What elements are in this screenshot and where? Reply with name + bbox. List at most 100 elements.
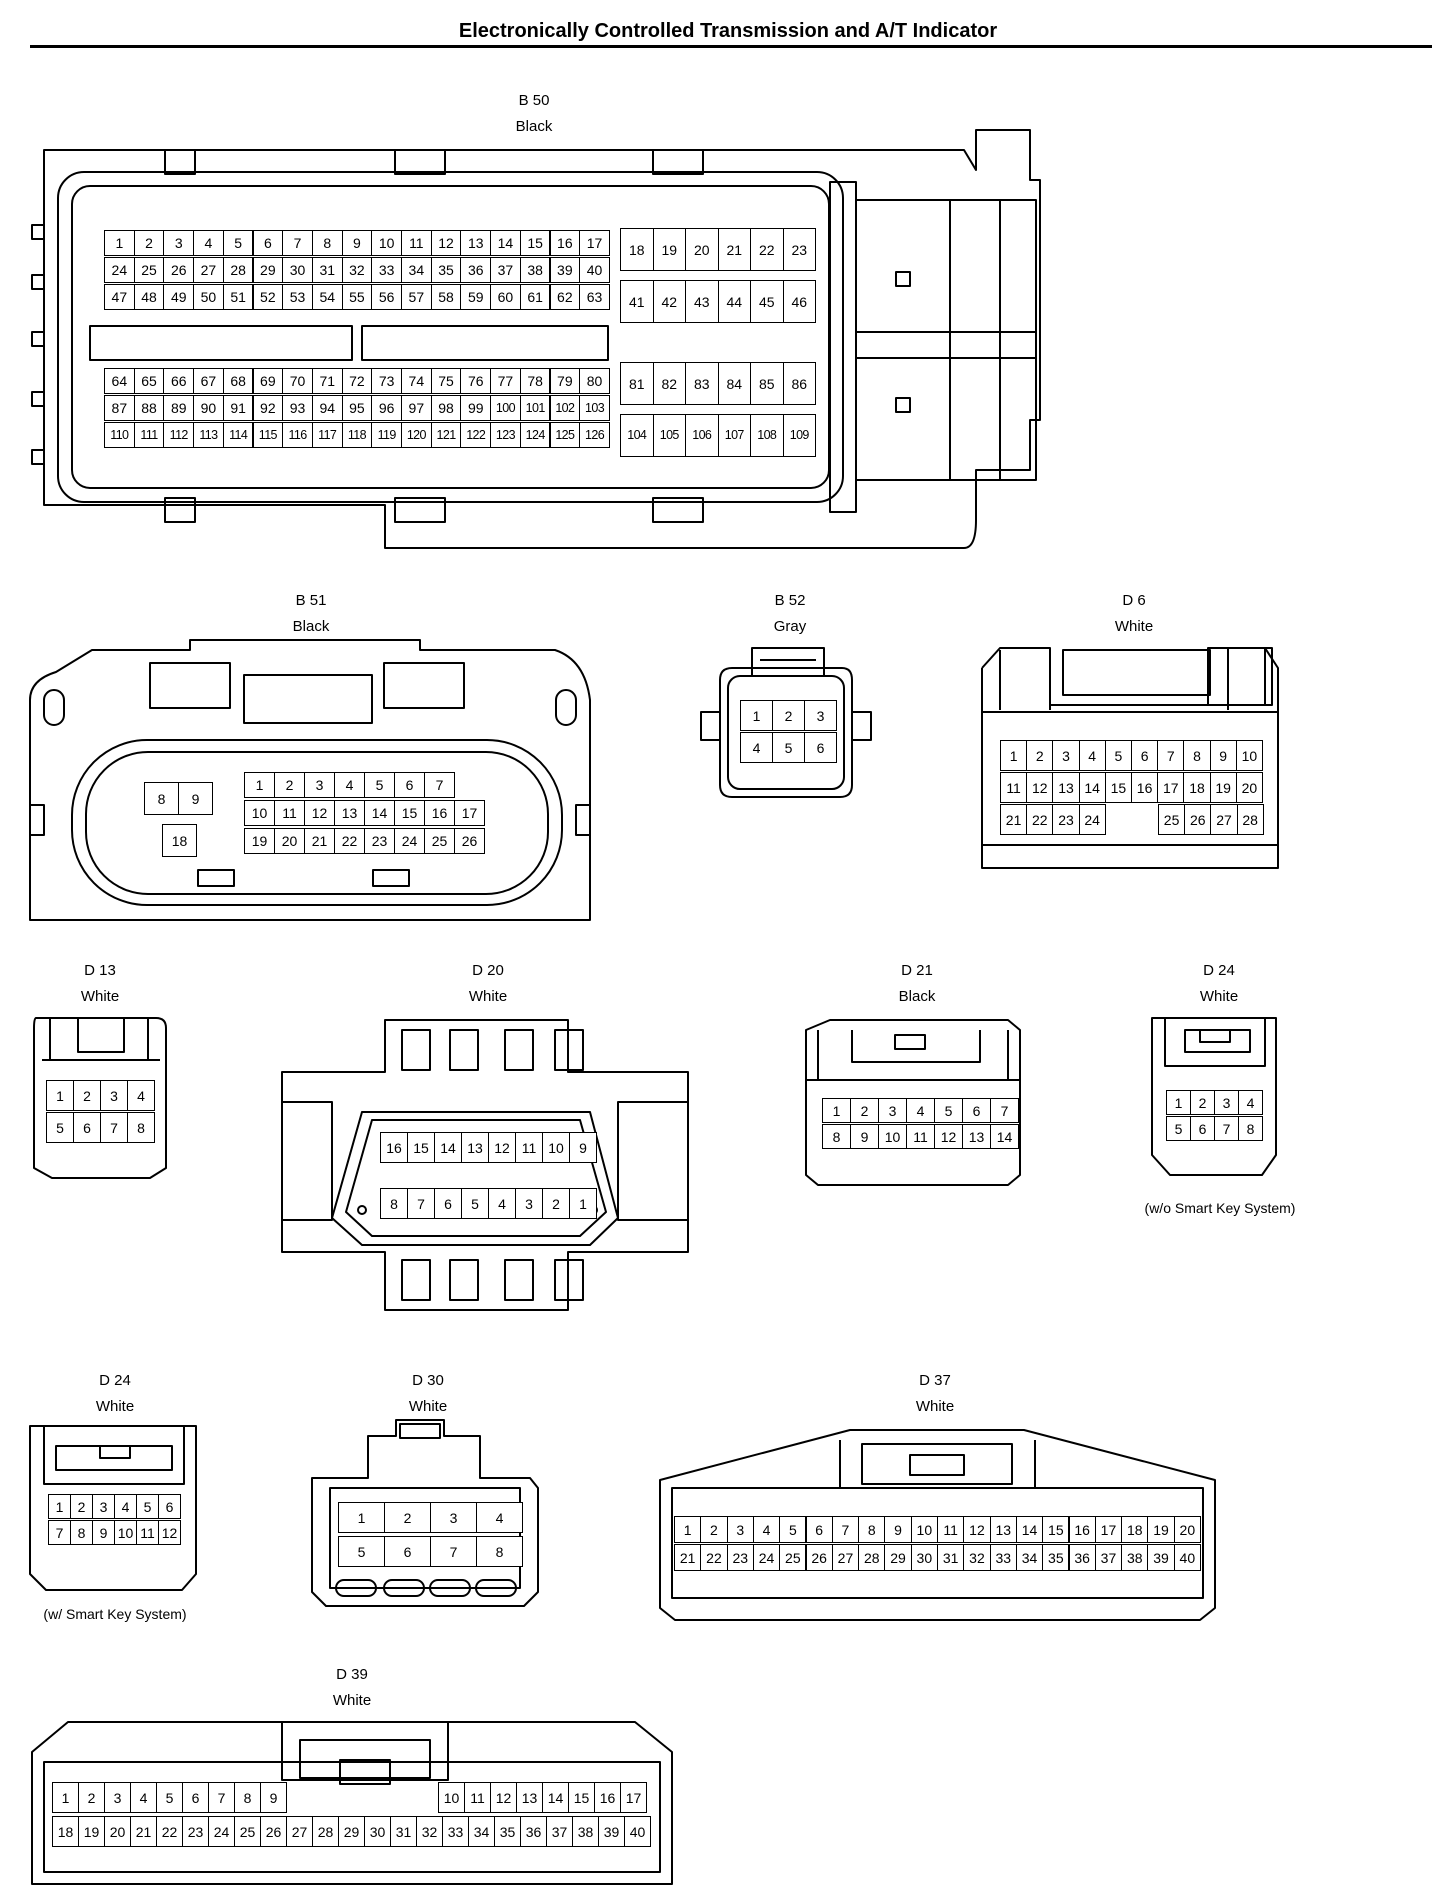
pin-cell: 7 xyxy=(407,1188,435,1219)
pin-cell: 68 xyxy=(222,368,254,394)
pin-cell: 26 xyxy=(260,1816,287,1847)
pin-cell: 1 xyxy=(338,1502,385,1533)
pin-cell: 17 xyxy=(1094,1516,1123,1543)
pin-cell: 87 xyxy=(104,395,135,421)
pin-cell: 10 xyxy=(878,1124,907,1149)
pin-cell: 12 xyxy=(963,1516,991,1543)
connector-id: D 13 xyxy=(84,962,116,979)
pin-cell: 12 xyxy=(1026,772,1054,803)
pin-cell: 26 xyxy=(1184,804,1212,835)
pin-cell: 16 xyxy=(594,1782,621,1813)
pin-cell: 12 xyxy=(490,1782,517,1813)
pin-cell: 10 xyxy=(371,230,402,256)
pin-cell: 74 xyxy=(401,368,432,394)
pin-cell: 27 xyxy=(831,1544,860,1571)
pin-cell: 11 xyxy=(906,1124,935,1149)
pin-cell: 23 xyxy=(1052,804,1080,835)
pin-cell: 15 xyxy=(568,1782,595,1813)
pin-cell: 38 xyxy=(572,1816,599,1847)
pin-cell: 4 xyxy=(1238,1090,1263,1115)
pin-cell: 85 xyxy=(750,362,784,405)
pin-cell: 47 xyxy=(104,284,135,310)
pin-cell: 12 xyxy=(430,230,462,256)
pin-cell: 6 xyxy=(182,1782,209,1813)
pin-cell: 31 xyxy=(390,1816,417,1847)
pin-cell: 15 xyxy=(407,1132,435,1163)
pin-cell: 79 xyxy=(549,368,581,394)
pin-cell: 76 xyxy=(460,368,492,394)
pin-cell: 9 xyxy=(260,1782,287,1813)
pin-cell: 4 xyxy=(130,1782,157,1813)
pin-cell: 37 xyxy=(546,1816,573,1847)
pin-cell: 14 xyxy=(1015,1516,1044,1543)
pin-cell: 3 xyxy=(104,1782,131,1813)
pin-cell: 14 xyxy=(990,1124,1019,1149)
pin-cell: 42 xyxy=(652,280,686,323)
pin-cell: 8 xyxy=(822,1124,851,1149)
connector-color: White xyxy=(408,1398,448,1415)
pin-cell: 8 xyxy=(144,782,179,815)
pin-cell: 8 xyxy=(70,1520,93,1545)
pin-cell: 15 xyxy=(519,230,551,256)
pin-cell: 7 xyxy=(100,1112,128,1143)
pin-cell: 9 xyxy=(341,230,373,256)
pin-cell: 8 xyxy=(1183,740,1211,771)
pin-cell: 28 xyxy=(222,257,254,283)
pin-cell: 21 xyxy=(1000,804,1028,835)
pin-cell: 24 xyxy=(752,1544,781,1571)
pin-cell: 7 xyxy=(208,1782,235,1813)
pin-cell: 126 xyxy=(579,422,610,448)
pin-cell: 119 xyxy=(371,422,402,448)
pin-cell: 31 xyxy=(937,1544,965,1571)
pin-cell: 4 xyxy=(740,732,773,763)
pin-cell: 49 xyxy=(163,284,195,310)
pin-cell: 9 xyxy=(178,782,213,815)
pin-cell: 37 xyxy=(1094,1544,1123,1571)
pin-cell: 81 xyxy=(620,362,654,405)
pin-cell: 40 xyxy=(579,257,610,283)
pin-cell: 39 xyxy=(1147,1544,1175,1571)
pin-cell: 26 xyxy=(163,257,195,283)
pin-cell: 110 xyxy=(104,422,135,448)
pin-cell: 19 xyxy=(244,828,275,854)
pin-cell: 23 xyxy=(726,1544,754,1571)
pin-cell: 27 xyxy=(193,257,224,283)
pin-cell: 2 xyxy=(384,1502,431,1533)
pin-cell: 86 xyxy=(782,362,816,405)
pin-cell: 77 xyxy=(490,368,521,394)
connector-color: White xyxy=(95,1398,135,1415)
pin-cell: 20 xyxy=(1235,772,1263,803)
pin-cell: 4 xyxy=(488,1188,516,1219)
pin-cell: 12 xyxy=(488,1132,516,1163)
pin-cell: 11 xyxy=(1000,772,1028,803)
pin-cell: 25 xyxy=(1158,804,1186,835)
pin-cell: 18 xyxy=(620,228,654,271)
pin-cell: 108 xyxy=(750,414,784,457)
pin-cell: 1 xyxy=(1000,740,1028,771)
pin-cell: 35 xyxy=(430,257,462,283)
pin-cell: 120 xyxy=(401,422,432,448)
pin-cell: 5 xyxy=(461,1188,489,1219)
pin-cell: 5 xyxy=(1104,740,1132,771)
title-rule xyxy=(30,45,1432,48)
pin-cell: 11 xyxy=(274,800,305,826)
connector-color: Black xyxy=(515,118,553,135)
pin-cell: 109 xyxy=(782,414,816,457)
connector-color: Gray xyxy=(773,618,807,635)
pin-cell: 6 xyxy=(252,230,284,256)
pin-cell: 2 xyxy=(772,700,805,731)
pin-cell: 70 xyxy=(282,368,313,394)
pin-cell: 3 xyxy=(100,1080,128,1111)
pin-cell: 8 xyxy=(380,1188,408,1219)
b50-housing xyxy=(31,129,1041,549)
pin-cell: 19 xyxy=(78,1816,105,1847)
pin-cell: 1 xyxy=(569,1188,597,1219)
pin-cell: 2 xyxy=(700,1516,728,1543)
pin-cell: 4 xyxy=(752,1516,781,1543)
pin-cell: 43 xyxy=(685,280,719,323)
pin-cell: 13 xyxy=(962,1124,991,1149)
pin-cell: 11 xyxy=(464,1782,491,1813)
pin-cell: 121 xyxy=(430,422,462,448)
pin-cell: 111 xyxy=(133,422,165,448)
pin-cell: 50 xyxy=(193,284,224,310)
